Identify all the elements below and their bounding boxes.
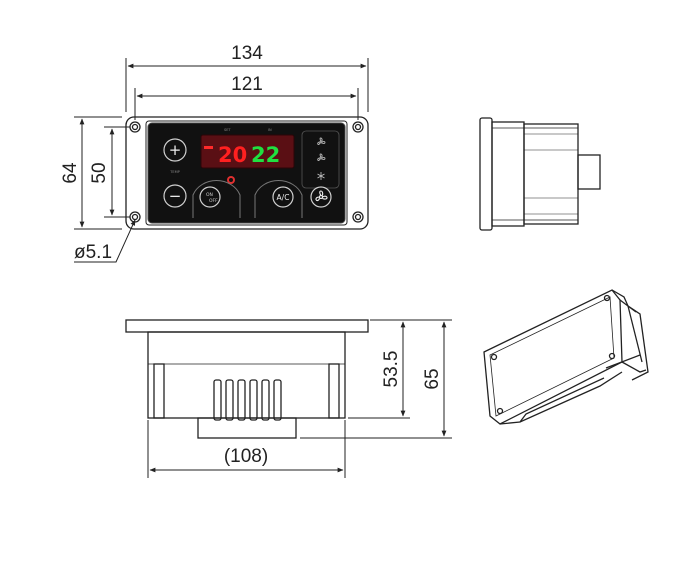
temp-buttons: + TEMP − — [163, 138, 187, 208]
control-panel: + TEMP − SET IN 20 22 ON OFF A/C — [147, 122, 346, 224]
fan-button[interactable] — [310, 186, 332, 208]
top-view — [125, 319, 369, 439]
front-dimensions — [74, 58, 369, 263]
set-label: SET — [224, 128, 231, 132]
minus-button[interactable] — [163, 184, 187, 208]
top-dimensions — [147, 319, 452, 478]
dim-total-depth: 65 — [422, 368, 443, 389]
minus-icon: − — [169, 187, 182, 205]
side-view — [479, 117, 601, 231]
temp-label: TEMP — [169, 170, 179, 174]
dim-hole-spacing-width: 121 — [231, 74, 263, 95]
ac-label: A/C — [277, 193, 290, 202]
fan-speed-icons — [317, 137, 326, 180]
display-window — [200, 134, 295, 169]
isometric-view — [483, 289, 649, 425]
dim-body-depth: 53.5 — [381, 351, 402, 388]
plus-icon: + — [169, 141, 182, 159]
dim-overall-width: 134 — [231, 43, 263, 64]
set-temperature: 20 — [218, 143, 247, 167]
dim-overall-height: 64 — [60, 162, 81, 184]
snowflake-icon — [317, 172, 325, 180]
dim-body-width: (108) — [224, 446, 268, 467]
power-sub-label: OFF — [209, 198, 218, 204]
power-label: ON — [206, 192, 213, 198]
mounting-holes — [129, 121, 364, 223]
plus-button[interactable] — [163, 138, 187, 162]
fan-icon — [317, 153, 326, 161]
in-label: IN — [268, 128, 272, 132]
fan-icon — [315, 190, 328, 202]
ac-button[interactable] — [272, 186, 294, 208]
fan-icon — [317, 137, 326, 145]
heat-fins — [213, 379, 282, 421]
front-flange — [125, 116, 369, 230]
front-view — [125, 116, 369, 230]
actual-temperature: 22 — [251, 143, 280, 167]
power-button[interactable] — [199, 186, 221, 208]
brand-logo-icon — [227, 176, 235, 184]
dim-hole-diameter: ø5.1 — [74, 242, 112, 263]
dim-hole-spacing-height: 50 — [89, 162, 110, 183]
